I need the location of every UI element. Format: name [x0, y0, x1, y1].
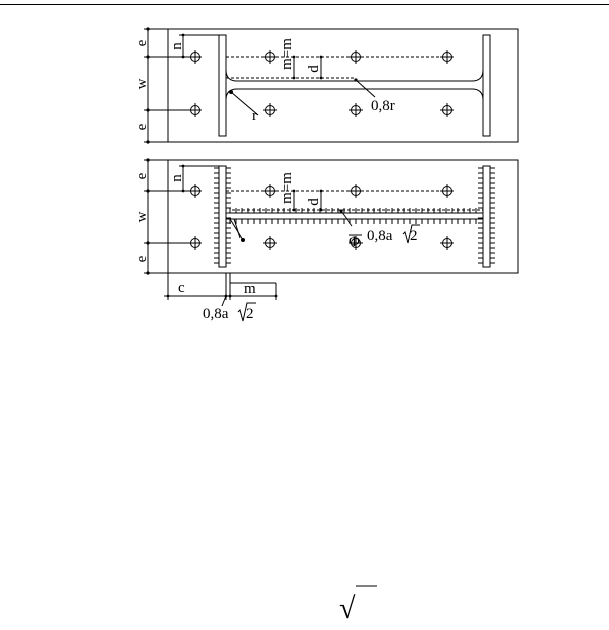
bottom-m-label: m [244, 281, 256, 297]
bottom-weld-leader [340, 210, 353, 227]
top-m-equals-label: m=m [279, 38, 295, 70]
bottom-right-flange [482, 165, 491, 268]
bottom-n-label: n [169, 174, 185, 182]
top-endplate-outline [167, 28, 519, 143]
bottom-e-top-label: e [134, 172, 150, 179]
bolt-icon [262, 235, 278, 251]
bottom-endplate-diagram: e w e n m=m d Φ 0,8a 2 [134, 158, 519, 322]
top-right-flange [482, 34, 491, 137]
bottom-weld-bottom-root: 2 [246, 306, 254, 322]
top-d-label: d [306, 65, 322, 73]
bottom-inner-weld-leader [229, 218, 244, 241]
top-web-upper-edge [225, 69, 484, 82]
bottom-endplate-outline [167, 159, 519, 274]
bolt-icon [348, 183, 364, 199]
bottom-weld-right-root: 2 [410, 228, 418, 244]
bottom-c-label: c [178, 280, 185, 296]
bottom-d-label: d [306, 198, 322, 206]
top-e-bottom-label: e [134, 123, 150, 130]
bottom-e-bottom-label: e [134, 255, 150, 262]
bolt-icon [262, 183, 278, 199]
top-n-label: n [169, 42, 185, 50]
top-left-flange [218, 34, 227, 137]
bottom-phi-symbol: Φ [349, 234, 360, 250]
top-w-label: w [134, 78, 150, 89]
bolt-icon [439, 235, 455, 251]
bolt-icon [262, 102, 278, 118]
top-e-top-label: e [134, 39, 150, 46]
top-radius-label: 0,8r [371, 98, 395, 114]
bottom-left-flange [218, 165, 227, 268]
bottom-w-label: w [134, 211, 150, 222]
bolt-icon [262, 49, 278, 65]
bolt-icon [348, 49, 364, 65]
top-r-label: r [252, 108, 257, 124]
top-root-radius-leader [230, 91, 259, 116]
top-web-lower-edge [225, 88, 484, 101]
footer-sqrt-symbol: √ [339, 592, 356, 625]
top-radius-leader [355, 79, 376, 98]
bolt-icon [348, 102, 364, 118]
bolt-icon [439, 183, 455, 199]
bottom-weld-bottom-prefix: 0,8a [203, 306, 229, 322]
top-endplate-diagram: e w e n m=m d 0,8r r [134, 27, 519, 144]
sqrt-icon [237, 302, 256, 322]
bottom-weld-right-prefix: 0,8a [367, 228, 393, 244]
bolt-icon [439, 102, 455, 118]
sqrt-icon [402, 224, 420, 244]
bolt-icon [439, 49, 455, 65]
weld-hatch-marks [214, 167, 495, 264]
bottom-m-equals-label: m=m [279, 172, 295, 204]
